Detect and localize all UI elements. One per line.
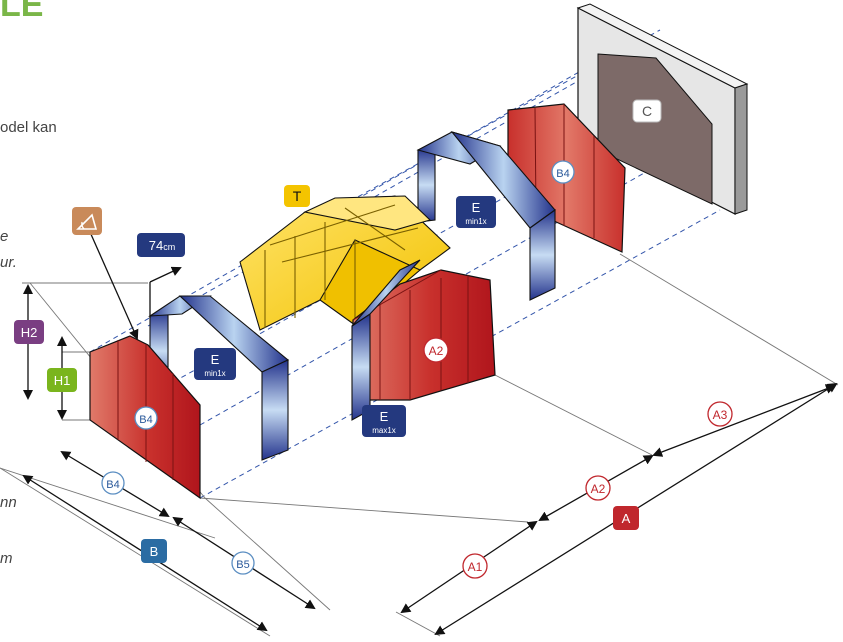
text-fragment-nn: nn [0,494,17,511]
label-e-left: E min1x [194,348,236,380]
roof-angle-pointer [89,231,139,340]
svg-text:H2: H2 [21,325,38,340]
middle-panel-a2 [352,269,496,401]
svg-text:B5: B5 [236,559,249,571]
label-t: T [284,185,310,207]
svg-text:B4: B4 [106,479,119,491]
svg-text:B4: B4 [556,168,569,180]
heading-fragment: LE [0,0,44,24]
svg-text:B4: B4 [139,414,152,426]
svg-text:A2: A2 [591,482,606,496]
svg-text:A3: A3 [713,408,728,422]
text-fragment-e: e [0,228,9,245]
svg-text:E: E [211,352,220,367]
label-b: B [141,539,167,563]
text-fragment-m: m [0,550,13,567]
svg-text:E: E [472,200,481,215]
svg-text:A2: A2 [429,344,444,358]
label-b4-dim: B4 [101,471,125,495]
label-a1: A1 [462,553,488,579]
label-a3: A3 [707,401,733,427]
label-a: A [613,506,639,530]
svg-text:A: A [622,511,631,526]
label-e-bottom: E max1x [362,405,406,437]
svg-text:T: T [293,188,302,204]
svg-text:min1x: min1x [204,369,225,378]
label-c: C [632,99,662,123]
frame-back [416,130,556,301]
svg-text:min1x: min1x [465,217,486,226]
label-depth-74cm: 74cm [137,233,185,257]
svg-text:E: E [380,409,389,424]
svg-text:C: C [642,103,652,119]
text-fragment-ur: ur. [0,254,17,271]
frame-front [147,295,290,461]
text-fragment-model-kan: odel kan [0,119,57,136]
label-e-top: E min1x [456,196,496,228]
frame-middle [351,259,421,421]
roof-angle-icon [72,207,102,235]
label-b4-back: B4 [551,160,575,184]
svg-text:A1: A1 [468,560,483,574]
roof-section-t [239,195,451,331]
label-b4-front: B4 [134,406,158,430]
svg-text:B: B [150,544,159,559]
label-b5: B5 [231,551,255,575]
svg-text:max1x: max1x [372,426,396,435]
svg-text:74cm: 74cm [149,238,175,253]
label-a2-panel: A2 [423,337,449,363]
label-h1: H1 [47,368,77,392]
label-a2-dim: A2 [585,475,611,501]
svg-text:H1: H1 [54,373,71,388]
label-h2: H2 [14,320,44,344]
